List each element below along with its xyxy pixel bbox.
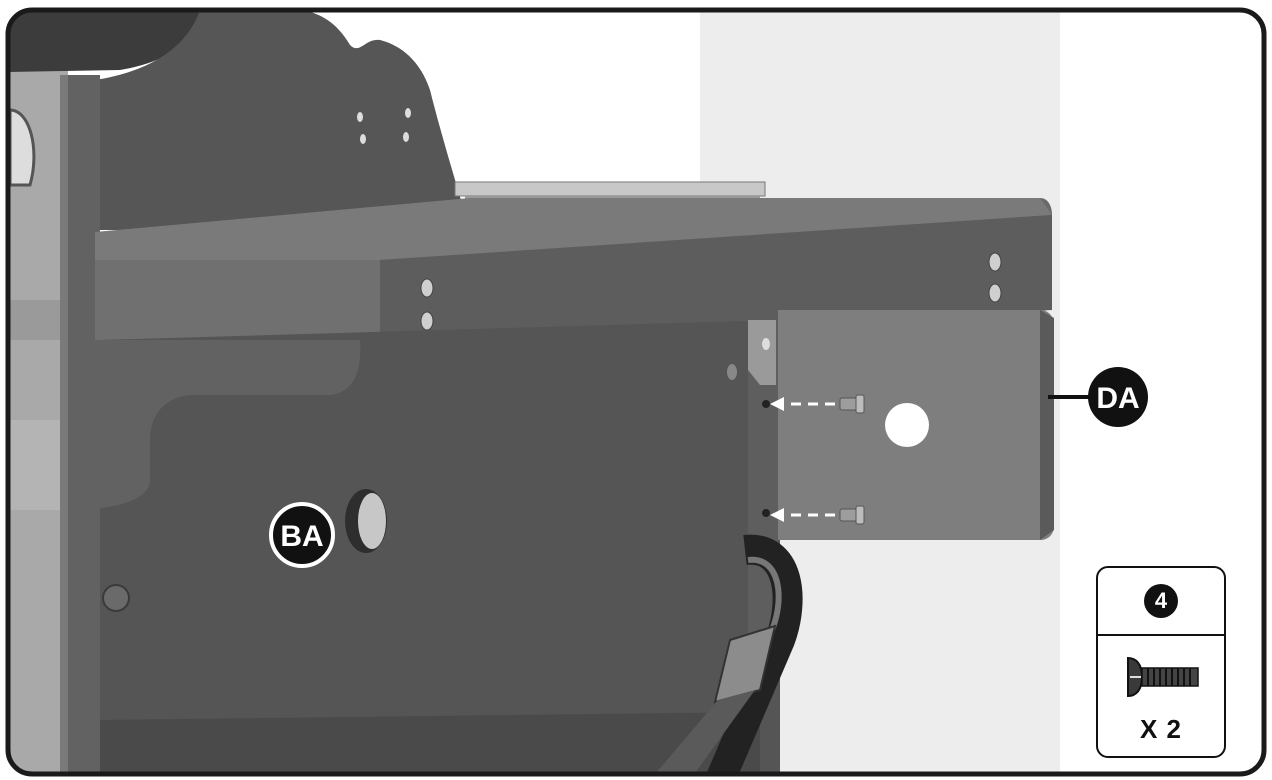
screw-icon [1127, 656, 1199, 698]
back-panel [95, 10, 470, 230]
hardware-box: 4 X 2 [1096, 566, 1226, 758]
hardware-quantity: X 2 [1139, 714, 1183, 744]
gas-hose [706, 534, 803, 774]
hardware-step-number: 4 [1144, 584, 1178, 618]
callout-ba-label: BA [280, 520, 323, 553]
grill-knob [8, 108, 36, 187]
page-frame [5, 7, 1267, 777]
plate-hole [885, 403, 929, 447]
cabinet-panel [100, 320, 780, 774]
callout-da [1088, 367, 1148, 427]
grill-lid [8, 10, 201, 72]
screw-bottom [839, 505, 865, 525]
hose-fitting [713, 624, 777, 704]
callout-da-label: DA [1096, 382, 1139, 415]
callout-ba [269, 502, 335, 568]
hardware-step-header: 4 [1098, 568, 1224, 636]
screw-top [839, 394, 865, 414]
